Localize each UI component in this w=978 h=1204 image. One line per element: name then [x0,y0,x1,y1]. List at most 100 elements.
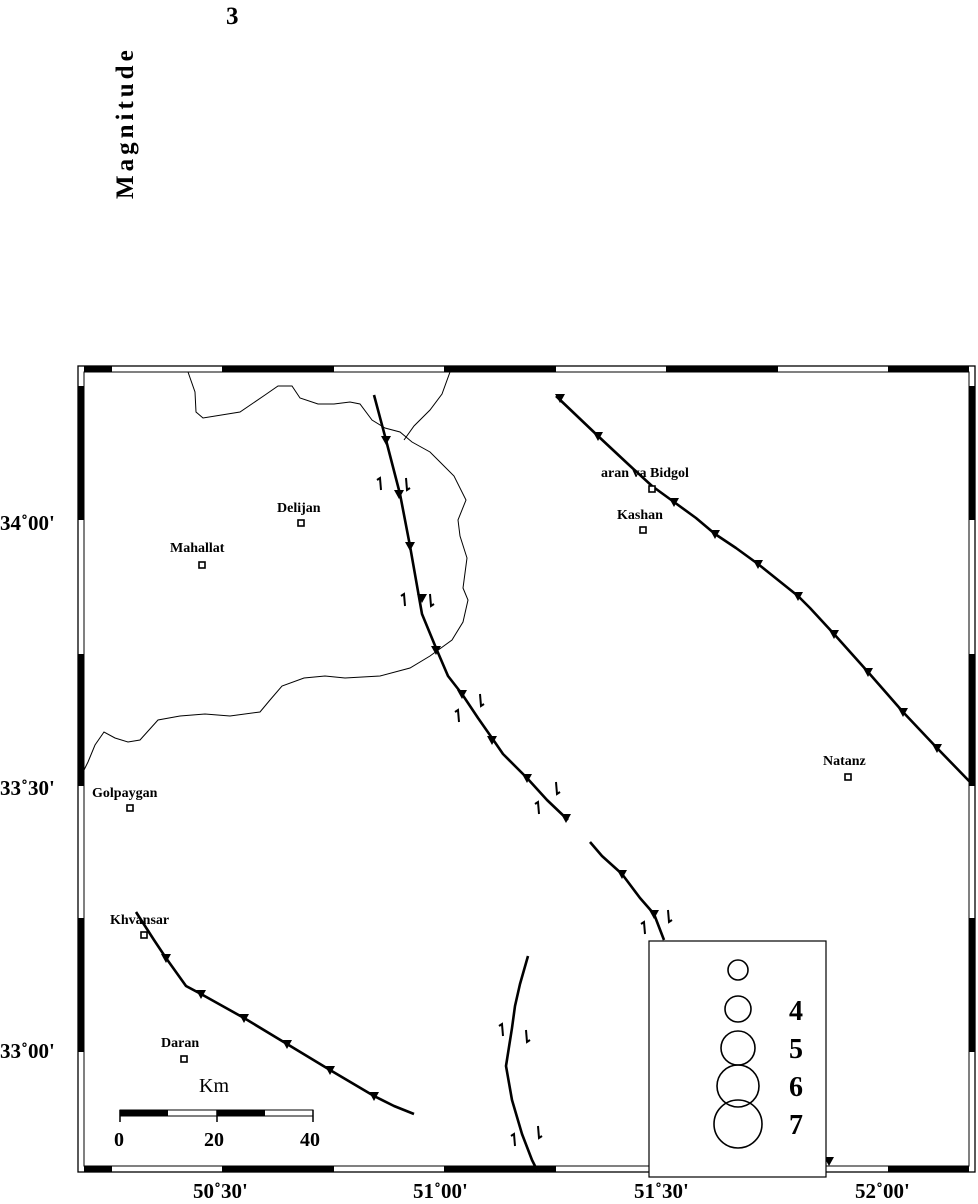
frame-bar [222,366,334,372]
strike-slip-markers [376,476,673,1147]
thrust-tooth [593,432,603,441]
strike-slip-marker [555,781,561,796]
thrust-tooth [898,708,908,717]
strike-slip-marker [525,1029,531,1044]
strike-slip-marker [510,1132,516,1147]
frame-bar [888,366,969,372]
lon-label: 51˚00' [413,1179,468,1203]
city-marker-icon [140,931,148,939]
magnitude-label: 5 [789,1034,803,1065]
strike-slip-marker [429,593,435,608]
city-mahallat: Mahallat [170,541,225,569]
frame-bar [888,1166,969,1172]
frame-bar [666,366,778,372]
thrust-tooth [561,814,571,823]
city-kashan: Kashan [617,508,663,534]
thrust-tooth [405,542,415,551]
frame-bar [78,918,84,1052]
lat-label: 33˚30' [0,776,55,800]
strike-slip-marker [405,477,411,492]
thrust-tooth [457,690,467,699]
thrust-tooth [431,646,441,655]
frame-bar [444,366,556,372]
thrust-tooth [753,560,763,569]
city-marker-icon [198,561,206,569]
strike-slip-marker [537,1125,543,1140]
strike-slip-marker [640,920,646,935]
latitude-labels: 34˚00' 33˚30' 33˚00' [0,511,55,1063]
thrust-tooth [710,530,720,539]
thrust-tooth [793,592,803,601]
city-khvansar: Khvansar [110,913,169,939]
province-boundary-north [403,371,451,441]
fault-line [555,395,971,783]
frame-bar [969,386,975,520]
faults [134,394,971,1173]
magnitude-top-value: 3 [226,3,243,30]
thrust-tooth [555,394,565,403]
thrust-tooth [325,1066,335,1075]
frame-bar [84,1166,112,1172]
strike-slip-marker [534,800,540,815]
thrust-tooth [417,594,427,603]
thrust-tooth [239,1014,249,1023]
city-label: aran va Bidgol [601,466,689,481]
frame-bar [78,386,84,520]
fault-line [134,911,415,1116]
city-label: Natanz [823,754,866,769]
magnitude-title: Magnitude [112,46,139,199]
magnitude-label: 6 [789,1072,803,1103]
city-delijan: Delijan [277,501,321,527]
frame-bar [84,366,112,372]
lat-label: 34˚00' [0,511,55,535]
city-label: Golpaygan [92,786,158,801]
city-golpaygan: Golpaygan [92,786,158,812]
longitude-labels: 50˚30' 51˚00' 51˚30' 52˚00' [193,1179,910,1203]
city-natanz: Natanz [823,754,866,781]
city-marker-icon [180,1055,188,1063]
scale-tick-label: 0 [114,1129,124,1151]
cities: Delijan Mahallat aran va Bidgol Kashan N… [92,466,866,1063]
thrust-tooth [649,910,659,919]
fault-line [372,394,569,821]
city-marker-icon [297,519,305,527]
magnitude-circle-icon [716,1064,760,1108]
frame-bar [969,654,975,786]
city-marker-icon [639,526,647,534]
city-marker-icon [844,773,852,781]
thrust-tooth [932,744,942,753]
strike-slip-marker [454,708,460,723]
frame-bar [444,1166,556,1172]
magnitude-legend: 4 5 6 7 [648,940,827,1178]
magnitude-circle-icon [724,995,752,1023]
thrust-tooth [669,498,679,507]
magnitude-circle-icon [713,1099,763,1149]
city-marker-icon [648,485,656,493]
thrust-tooth [487,736,497,745]
thrust-tooth [369,1092,379,1101]
frame-bar [222,1166,334,1172]
city-label: Delijan [277,501,321,516]
city-label: Daran [161,1036,199,1051]
frame-bar [78,654,84,786]
strike-slip-marker [479,693,485,708]
thrust-tooth [196,990,206,999]
scale-unit: Km [199,1075,229,1097]
strike-slip-marker [667,909,673,924]
thrust-tooth [863,668,873,677]
thrust-tooth [394,490,404,499]
strike-slip-marker [400,592,406,607]
scale-tick-label: 20 [204,1129,224,1151]
thrust-tooth [829,630,839,639]
city-aran-va-bidgol: aran va Bidgol [601,466,689,493]
magnitude-label: 4 [789,996,803,1027]
city-marker-icon [126,804,134,812]
thrust-tooth [617,870,627,879]
frame-bar [969,918,975,1052]
fault-line [589,841,666,941]
thrust-tooth [161,954,171,963]
map-frame [77,365,976,1173]
city-label: Mahallat [170,541,225,556]
fault-line [504,955,540,1173]
